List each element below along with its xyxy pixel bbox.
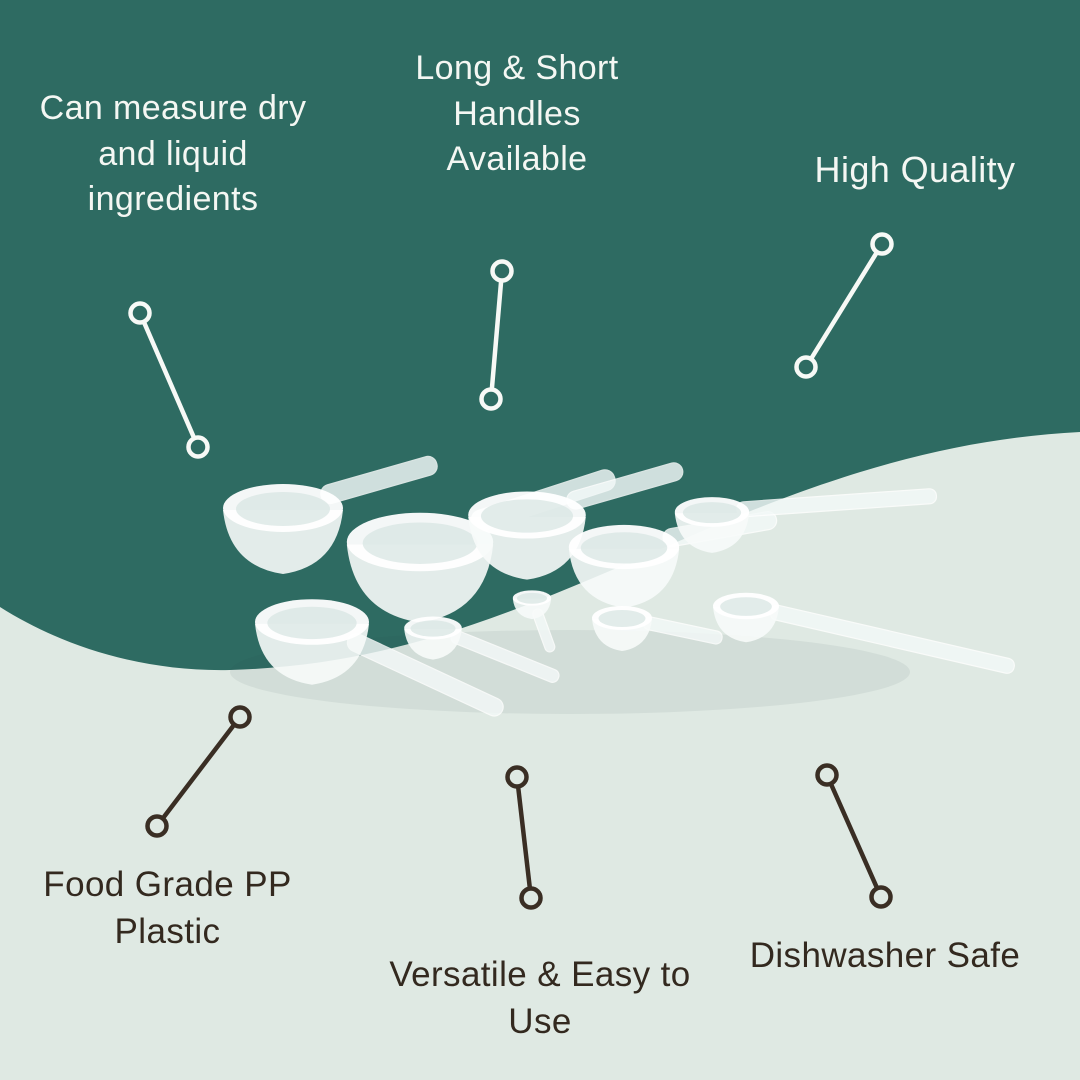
callout-measure-label: Can measure dry and liquid ingredients xyxy=(8,86,338,223)
spoon-small-1 xyxy=(404,616,560,683)
product-shadow xyxy=(230,630,910,714)
connector-dot xyxy=(186,435,210,459)
connector-measure xyxy=(128,301,210,459)
scoop-large-3 xyxy=(468,462,684,580)
callout-text-line: High Quality xyxy=(814,149,1016,190)
connector-dot xyxy=(870,232,894,256)
callout-text-line: and liquid xyxy=(98,134,248,173)
callout-text-line: Can measure dry xyxy=(39,89,307,127)
connector-quality xyxy=(794,232,894,379)
callout-text-line: Available xyxy=(446,140,588,179)
callout-text-line: Food Grade PP xyxy=(43,865,292,904)
callout-text-line: Plastic xyxy=(114,911,221,951)
connector-dishwasher xyxy=(815,763,893,909)
connector-dot xyxy=(815,763,839,787)
callout-text-line: Handles xyxy=(453,94,581,133)
connector-dot xyxy=(479,387,503,411)
callout-quality-label: High Quality xyxy=(770,146,1060,194)
connector-versatile xyxy=(505,765,543,910)
connector-line xyxy=(488,268,505,402)
callout-food-grade-label: Food Grade PP Plastic xyxy=(5,862,330,956)
callout-text-line: Use xyxy=(508,1001,572,1041)
callout-versatile-label: Versatile & Easy to Use xyxy=(340,952,740,1046)
connector-dot xyxy=(490,259,514,283)
connector-dot xyxy=(228,705,252,729)
callout-dishwasher-label: Dishwasher Safe xyxy=(700,933,1070,980)
callout-text-line: Versatile & Easy to xyxy=(389,955,691,994)
spoon-long-handle-bottom xyxy=(713,592,1015,674)
callout-text-line: Long & Short xyxy=(415,49,619,87)
connector-dot xyxy=(519,886,543,910)
connector-line xyxy=(824,772,884,900)
callout-handles-label: Long & Short Handles Available xyxy=(377,46,657,183)
connector-line xyxy=(803,241,885,370)
scoop-large-5 xyxy=(255,599,504,717)
callout-text-line: Dishwasher Safe xyxy=(749,936,1021,975)
connector-dot xyxy=(505,765,529,789)
callout-text-line: ingredients xyxy=(87,180,259,219)
connector-dot xyxy=(794,355,818,379)
connector-line xyxy=(154,714,243,829)
spoon-tiny xyxy=(512,590,556,653)
connector-food-grade xyxy=(145,705,252,838)
connector-dot xyxy=(869,885,893,909)
connector-handles xyxy=(479,259,514,411)
connector-dot xyxy=(128,301,152,325)
scoop-large-1 xyxy=(223,455,438,574)
connector-line xyxy=(514,774,534,901)
spoon-small-2 xyxy=(592,606,723,651)
connector-line xyxy=(137,310,201,450)
scoop-long-handle-top xyxy=(674,488,938,553)
connector-dot xyxy=(145,814,169,838)
